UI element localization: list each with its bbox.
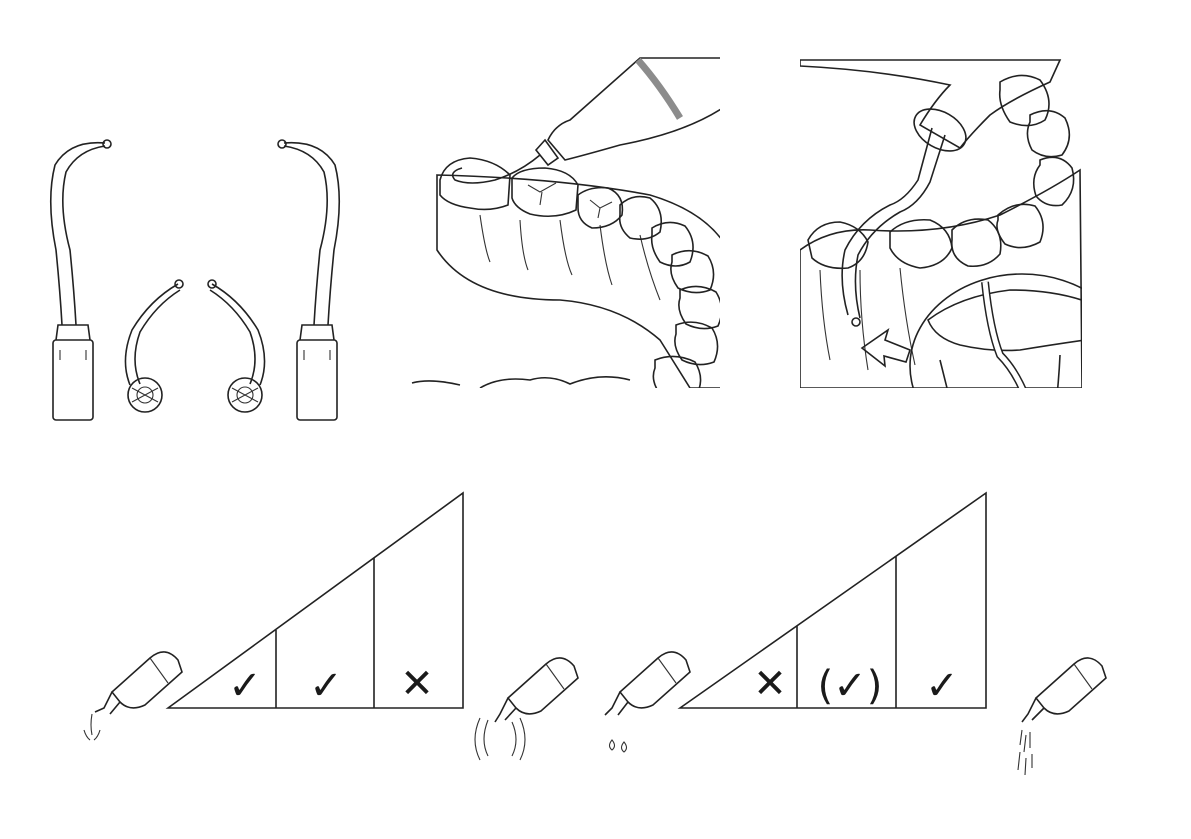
water-scale: ✕ (✓) ✓ [605, 493, 1106, 775]
occlusal-tip-application [412, 58, 740, 394]
low-vibration-handpiece-icon [84, 652, 182, 740]
low-water-drip-handpiece-icon [605, 652, 690, 752]
curved-tip-right-icon [208, 280, 265, 412]
subgingival-tip-application-with-magnifier [800, 60, 1134, 458]
high-water-spray-handpiece-icon [1018, 658, 1106, 775]
long-tip-left-icon [51, 140, 111, 420]
magnifier-detail-icon [910, 274, 1134, 458]
water-scale-cell-2: (✓) [818, 663, 883, 709]
power-scale: ✓ ✓ ✕ [84, 493, 578, 760]
long-tip-right-icon [278, 140, 339, 420]
power-scale-cell-2: ✓ [309, 663, 343, 709]
water-scale-cell-3: ✓ [925, 663, 959, 709]
scaler-tips-set [51, 140, 340, 420]
high-vibration-handpiece-icon [475, 658, 578, 760]
power-scale-cell-1: ✓ [228, 663, 262, 709]
water-scale-cell-1: ✕ [753, 661, 787, 707]
curved-tip-left-icon [125, 280, 183, 412]
power-scale-cell-3: ✕ [400, 661, 434, 707]
